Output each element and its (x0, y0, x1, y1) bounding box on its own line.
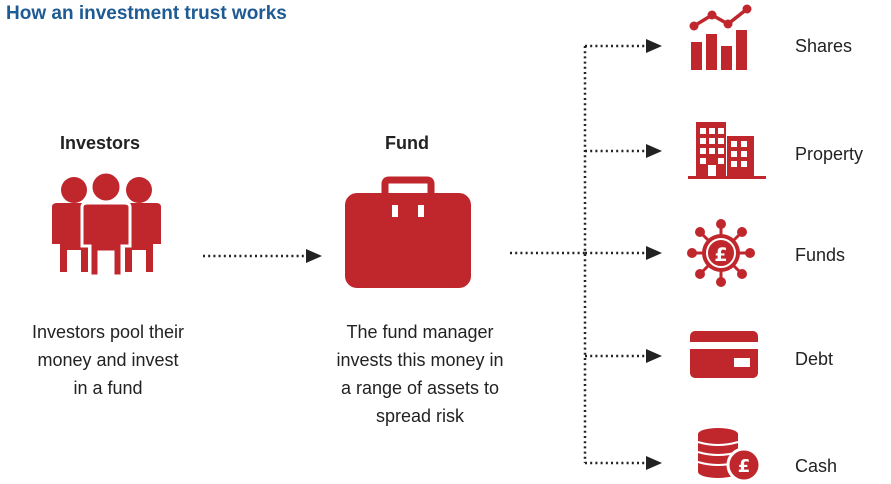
investors-description-line: Investors pool their (31, 322, 185, 342)
fund-description-line: spread risk (375, 406, 465, 426)
pound-network-icon: £ (687, 219, 755, 287)
arrow-investors-to-fund (203, 249, 322, 263)
asset-label-cash: Cash (795, 456, 838, 476)
fund-description-line: The fund manager (346, 322, 494, 342)
coin-stack-icon: £ (697, 428, 762, 483)
arrow-to-property (585, 144, 662, 158)
fund-description-line: invests this money in (336, 350, 504, 370)
svg-text:£: £ (714, 244, 727, 266)
svg-text:£: £ (738, 456, 751, 477)
investors-description: Investors pool their money and invest in… (0, 318, 216, 402)
card-icon (690, 331, 758, 378)
arrow-to-debt (585, 349, 662, 363)
asset-label-property: Property (795, 144, 864, 164)
fund-description: The fund manager invests this money in a… (300, 318, 540, 430)
asset-label-debt: Debt (795, 349, 834, 369)
investors-heading: Investors (60, 133, 141, 153)
briefcase-icon (345, 176, 471, 288)
fund-description-line: a range of assets to (340, 378, 500, 398)
arrow-to-shares (585, 39, 662, 53)
fund-heading: Fund (385, 133, 429, 153)
bar-chart-icon (689, 4, 752, 70)
asset-label-shares: Shares (795, 36, 853, 56)
investors-description-line: money and invest (37, 350, 179, 370)
investors-description-line: in a fund (73, 378, 143, 398)
connector-lines (510, 46, 587, 463)
asset-label-funds: Funds (795, 245, 846, 265)
page-title: How an investment trust works (6, 3, 287, 24)
arrow-to-funds (585, 246, 662, 260)
arrow-to-cash (585, 456, 662, 470)
investors-icon (52, 170, 161, 278)
buildings-icon (688, 122, 766, 179)
